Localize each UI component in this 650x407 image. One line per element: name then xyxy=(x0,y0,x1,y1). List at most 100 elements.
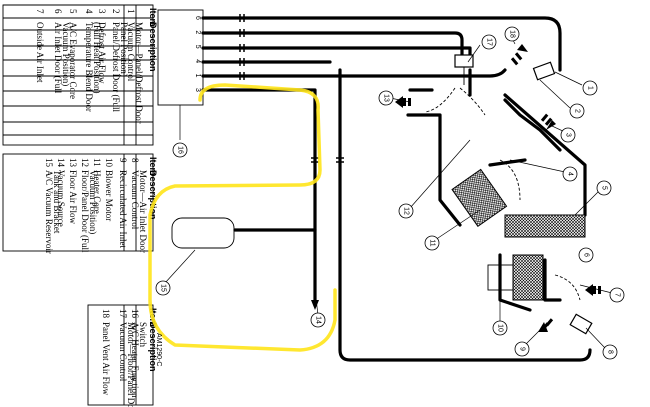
switch-port-label: 2 xyxy=(194,30,201,34)
evaporator-core xyxy=(504,214,586,238)
table-row-number: 15 xyxy=(44,158,54,168)
table-row-description: Floor Air Flow xyxy=(68,170,78,225)
table-row-number: 11 xyxy=(92,158,102,167)
callout-9: 9 xyxy=(514,341,530,357)
table-header-description: Description xyxy=(148,22,158,72)
callout-number: 8 xyxy=(607,350,614,354)
table-row-number: 9 xyxy=(118,158,128,163)
callout-number: 16 xyxy=(177,146,184,154)
callout-number: 2 xyxy=(574,109,581,113)
table-row-number: 6 xyxy=(53,9,63,14)
callout-number: 18 xyxy=(509,30,516,38)
callout-number: 5 xyxy=(601,186,608,190)
vacuum-source-arrow xyxy=(311,300,319,310)
table-row-number: 14 xyxy=(56,158,66,168)
table-row-description: Defrost Air Flow xyxy=(97,22,107,84)
callout-3: 3 xyxy=(560,127,576,143)
switch-port-label: 1 xyxy=(194,74,201,78)
switch-port-label: 3 xyxy=(194,88,201,92)
callout-8: 8 xyxy=(602,344,618,360)
table-row-number: 8 xyxy=(130,158,140,163)
vacuum-hoses xyxy=(201,16,592,362)
table-row-number: 1 xyxy=(126,9,136,14)
table-bottom xyxy=(87,304,154,406)
callout-number: 10 xyxy=(497,324,504,332)
table-row-number: 5 xyxy=(68,9,78,14)
table-row-number: 13 xyxy=(68,158,78,168)
callout-number: 4 xyxy=(567,172,574,176)
table-row-description: Floor/Panel Door (FullVacuum Position) xyxy=(80,170,98,253)
table-row-number: 16 xyxy=(130,309,140,319)
switch-port-label: 5 xyxy=(194,45,201,49)
callout-5: 5 xyxy=(596,180,612,196)
callout-6: 6 xyxy=(578,247,594,263)
table-row-description: Air Inlet Door (FullVacuum Position) xyxy=(53,22,71,94)
table-top xyxy=(2,4,154,146)
table-row-description: Vacuum ControlMotor—Floor/Panel Door xyxy=(118,322,136,407)
vacuum-reservoir-tank xyxy=(171,217,235,249)
callout-number: 9 xyxy=(519,347,526,351)
table-row-number: 18 xyxy=(101,309,111,319)
table-header-description: Description xyxy=(148,170,158,220)
callout-2: 2 xyxy=(569,103,585,119)
table-row-number: 10 xyxy=(104,158,114,168)
callout-18: 18 xyxy=(504,26,520,42)
callout-number: 3 xyxy=(565,133,572,137)
table-row-description: Blower Motor xyxy=(104,170,114,221)
callout-number: 17 xyxy=(486,38,493,46)
airflow-arrows xyxy=(395,44,601,332)
hose-connectors xyxy=(239,14,344,163)
callout-number: 6 xyxy=(583,253,590,257)
callout-number: 12 xyxy=(403,207,410,215)
vacuum-motor-panel-defrost xyxy=(532,61,556,81)
heater-core xyxy=(451,168,508,228)
table-row-description: Outside Air Inlet xyxy=(35,22,45,83)
table-row-description: Vacuum ControlMotor—Panel/Defrost Door xyxy=(126,22,144,124)
table-header-description: Description xyxy=(148,322,158,372)
table-row-description: Panel Vent Air Flow xyxy=(101,322,111,396)
callout-15: 15 xyxy=(155,280,171,296)
callout-13: 13 xyxy=(378,90,394,106)
vacuum-motor-floor-panel xyxy=(454,54,474,85)
table-row-description: A/C Heater FunctionSwitch xyxy=(130,322,148,398)
table-row-description: Recirculated Air Inlet xyxy=(118,170,128,248)
table-row-description: Heater Core xyxy=(92,170,102,214)
callout-17: 17 xyxy=(481,34,497,50)
callout-16: 16 xyxy=(172,142,188,158)
callout-number: 14 xyxy=(315,316,322,324)
table-row-number: 3 xyxy=(97,9,107,14)
switch-port-label: 6 xyxy=(194,16,201,20)
hvac-case xyxy=(406,87,587,312)
callout-number: 1 xyxy=(587,86,594,90)
table-row-number: 12 xyxy=(80,158,90,167)
callout-12: 12 xyxy=(398,203,414,219)
callout-number: 13 xyxy=(383,94,390,102)
callout-10: 10 xyxy=(492,320,508,336)
callout-number: 11 xyxy=(429,239,436,246)
callout-number: 15 xyxy=(160,284,167,292)
callout-4: 4 xyxy=(562,166,578,182)
table-row-number: 4 xyxy=(84,9,94,14)
table-row-number: 17 xyxy=(118,309,128,319)
highlight-outline xyxy=(148,83,337,352)
table-row-number: 7 xyxy=(35,9,45,14)
table-row-number: 2 xyxy=(111,9,121,14)
table-row-description: Panel/Defrost Door (FullPanel Position) xyxy=(111,22,129,112)
function-switch xyxy=(157,9,204,106)
callout-14: 14 xyxy=(310,312,326,328)
table-row-description: Vacuum Source xyxy=(56,170,66,227)
table-row-description: Vacuum ControlMotor—Air Inlet Door xyxy=(130,170,148,253)
callout-11: 11 xyxy=(424,235,440,251)
switch-port-label: 4 xyxy=(194,59,201,63)
table-header-item: Item xyxy=(148,8,158,27)
table-header-item: Item xyxy=(148,157,158,176)
callout-number: 7 xyxy=(614,293,621,297)
callout-7: 7 xyxy=(609,287,625,303)
table-row-description: A/C Vacuum ReservoirTank and Bracket xyxy=(44,170,62,254)
figure-caption: AM1290-C xyxy=(155,333,162,366)
callout-1: 1 xyxy=(582,80,598,96)
